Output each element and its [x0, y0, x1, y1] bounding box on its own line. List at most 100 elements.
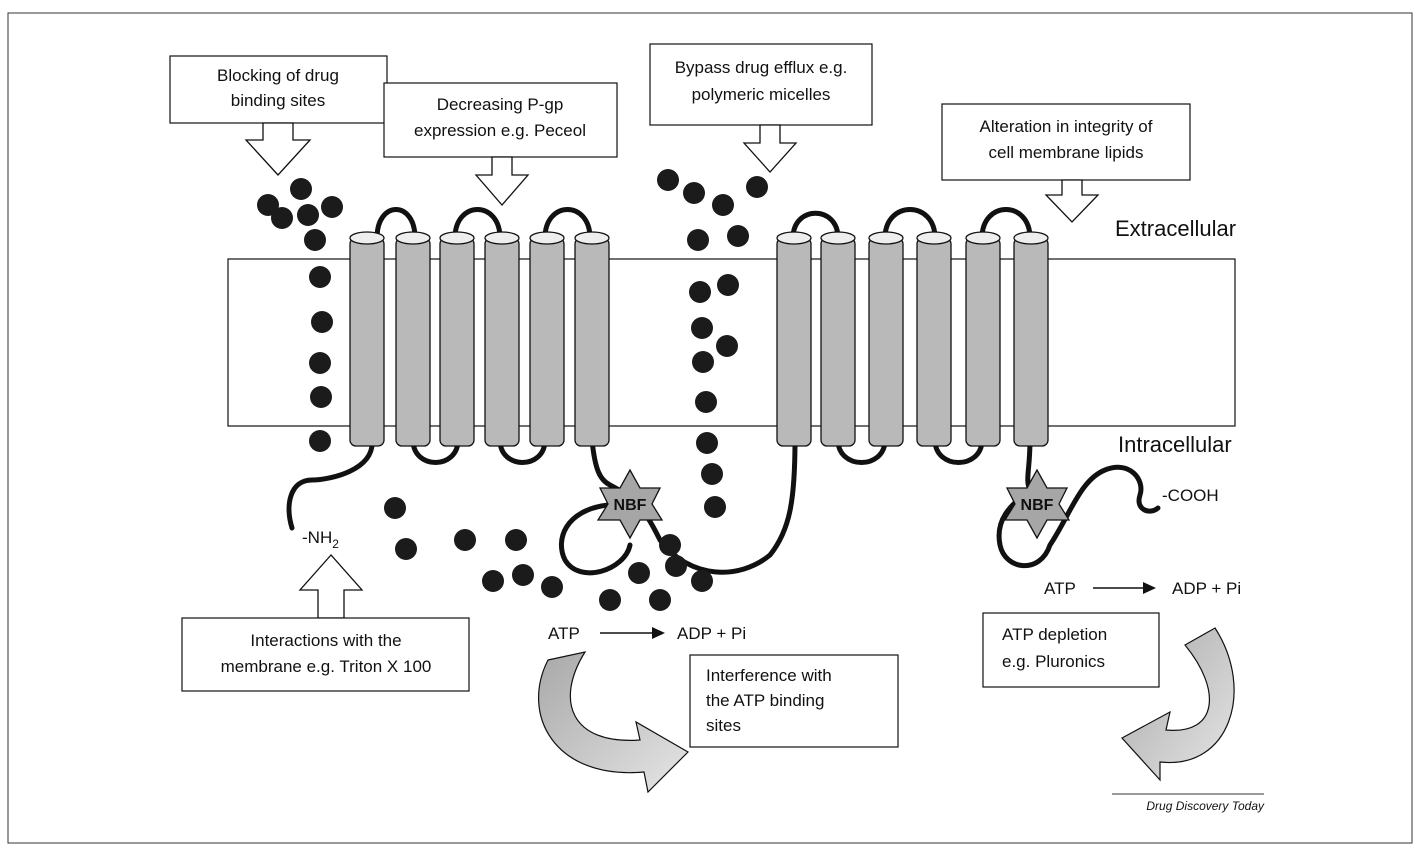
drug-molecule-6: [304, 229, 326, 251]
n-terminus-tail: [289, 440, 372, 528]
tm-helix-1: [350, 238, 384, 446]
drug-molecule-7: [309, 266, 331, 288]
tm-helix-top-1: [350, 232, 384, 244]
decreasing-text-2: expression e.g. Peceol: [414, 121, 586, 140]
alteration-annotation: Alteration in integrity of cell membrane…: [942, 104, 1190, 222]
decreasing-arrow: [476, 157, 528, 205]
tm-helix-top-7: [777, 232, 811, 244]
blocking-annotation: Blocking of drug binding sites: [170, 56, 387, 175]
tm-helix-4: [485, 238, 519, 446]
drug-molecule-12: [384, 497, 406, 519]
drug-molecule-24: [659, 534, 681, 556]
tm-helix-2: [396, 238, 430, 446]
drug-molecule-28: [746, 176, 768, 198]
interference-annotation: Interference with the ATP binding sites: [539, 652, 898, 792]
drug-molecule-32: [717, 274, 739, 296]
drug-molecule-37: [696, 432, 718, 454]
tm-helix-top-3: [440, 232, 474, 244]
drug-molecule-14: [454, 529, 476, 551]
interactions-text-1: Interactions with the: [250, 631, 401, 650]
tm-helix-3: [440, 238, 474, 446]
drug-molecule-29: [687, 229, 709, 251]
drug-molecule-34: [716, 335, 738, 357]
drug-molecule-35: [692, 351, 714, 373]
bypass-text-2: polymeric micelles: [692, 85, 831, 104]
interactions-text-2: membrane e.g. Triton X 100: [221, 657, 432, 676]
drug-molecule-39: [704, 496, 726, 518]
drug-molecule-16: [482, 570, 504, 592]
interactions-annotation: Interactions with the membrane e.g. Trit…: [182, 555, 469, 691]
bypass-arrow: [744, 125, 796, 172]
drug-molecule-18: [541, 576, 563, 598]
tm-helix-5: [530, 238, 564, 446]
drug-molecule-3: [297, 204, 319, 226]
tm-helix-top-6: [575, 232, 609, 244]
atp-text-1: ATP: [548, 624, 580, 643]
tm-helix-top-4: [485, 232, 519, 244]
drug-molecule-36: [695, 391, 717, 413]
tm-helix-top-8: [821, 232, 855, 244]
drug-molecule-21: [649, 589, 671, 611]
tm-helix-top-9: [869, 232, 903, 244]
drug-molecule-26: [683, 182, 705, 204]
atp-text-2: ATP: [1044, 579, 1076, 598]
c-terminus-label: -COOH: [1162, 486, 1219, 505]
drug-molecule-23: [691, 570, 713, 592]
blocking-text-1: Blocking of drug: [217, 66, 339, 85]
depletion-text-1: ATP depletion: [1002, 625, 1107, 644]
drug-molecule-31: [689, 281, 711, 303]
drug-molecule-15: [505, 529, 527, 551]
tm-helix-10: [917, 238, 951, 446]
interference-curved-arrow: [539, 652, 688, 792]
decreasing-annotation: Decreasing P-gp expression e.g. Peceol: [384, 83, 617, 205]
products-text-1: ADP + Pi: [677, 624, 746, 643]
drug-molecule-25: [657, 169, 679, 191]
drug-molecule-11: [309, 430, 331, 452]
drug-molecule-19: [599, 589, 621, 611]
drug-molecule-2: [290, 178, 312, 200]
tm-helix-top-2: [396, 232, 430, 244]
alteration-arrow: [1046, 180, 1098, 222]
interference-text-3: sites: [706, 716, 741, 735]
blocking-arrow: [246, 123, 310, 175]
drug-molecule-5: [271, 207, 293, 229]
blocking-text-2: binding sites: [231, 91, 326, 110]
drug-molecule-22: [665, 555, 687, 577]
journal-credit: Drug Discovery Today: [1146, 799, 1265, 813]
drug-molecule-27: [712, 194, 734, 216]
tm-helix-6: [575, 238, 609, 446]
tm-helix-7: [777, 238, 811, 446]
tm-helix-top-5: [530, 232, 564, 244]
tm-helix-top-10: [917, 232, 951, 244]
nbf-1-label: NBF: [614, 497, 647, 514]
extracellular-label: Extracellular: [1115, 216, 1236, 241]
tm-helix-11: [966, 238, 1000, 446]
bypass-text-1: Bypass drug efflux e.g.: [675, 58, 848, 77]
atp-reaction-2: ATP ADP + Pi: [1044, 579, 1241, 598]
drug-molecule-4: [321, 196, 343, 218]
alteration-text-1: Alteration in integrity of: [980, 117, 1153, 136]
interference-text-1: Interference with: [706, 666, 832, 685]
n-terminus-label: -NH2: [302, 528, 339, 551]
products-text-2: ADP + Pi: [1172, 579, 1241, 598]
drug-molecule-8: [311, 311, 333, 333]
drug-molecule-9: [309, 352, 331, 374]
tm-helix-top-11: [966, 232, 1000, 244]
interference-text-2: the ATP binding: [706, 691, 824, 710]
decreasing-text-1: Decreasing P-gp: [437, 95, 564, 114]
bypass-annotation: Bypass drug efflux e.g. polymeric micell…: [650, 44, 872, 172]
interactions-arrow: [300, 555, 362, 618]
nbf-2-label: NBF: [1021, 497, 1054, 514]
atp-reaction-1: ATP ADP + Pi: [548, 624, 746, 643]
drug-molecule-30: [727, 225, 749, 247]
drug-molecule-33: [691, 317, 713, 339]
drug-molecule-38: [701, 463, 723, 485]
tm-helix-top-12: [1014, 232, 1048, 244]
drug-molecule-20: [628, 562, 650, 584]
depletion-text-2: e.g. Pluronics: [1002, 652, 1105, 671]
alteration-text-2: cell membrane lipids: [989, 143, 1144, 162]
tm-helix-12: [1014, 238, 1048, 446]
intracellular-label: Intracellular: [1118, 432, 1232, 457]
